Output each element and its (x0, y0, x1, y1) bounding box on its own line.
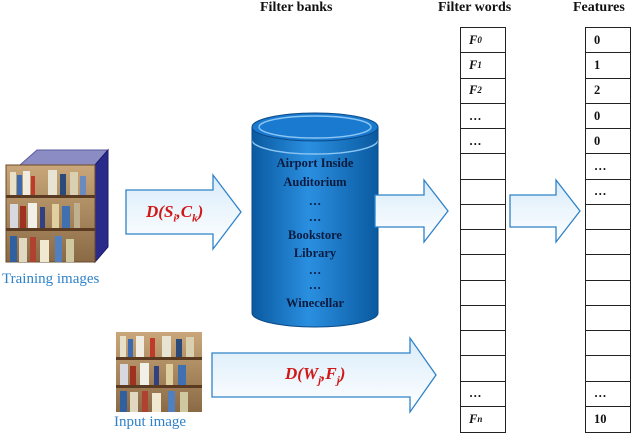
filter-word-cell (461, 356, 505, 382)
filter-word-cell (461, 255, 505, 281)
filter-word-base: F (469, 32, 478, 47)
feature-cell: 0 (586, 129, 630, 155)
feature-cell: 10 (594, 412, 607, 427)
filter-bank-label: … (308, 263, 322, 277)
feature-cell (586, 331, 630, 357)
feature-cell: … (586, 382, 630, 407)
filter-word-base: … (469, 133, 482, 148)
filter-word-base: F (469, 83, 478, 98)
filter-word-sub: 0 (477, 34, 482, 45)
filter-word-base: … (469, 386, 482, 401)
filter-bank-label: Auditorium (283, 175, 347, 189)
arrow-label-top-arg2: C (180, 202, 193, 221)
filter-bank-label: Bookstore (288, 228, 342, 242)
filter-word-sub: 2 (477, 85, 482, 96)
arrow-label-bottom-arg2-sub: j (336, 374, 340, 387)
filter-word-cell: … (461, 129, 505, 155)
caption-training-images: Training images (2, 271, 100, 287)
feature-cell (586, 230, 630, 256)
feature-cell: 0 (586, 104, 630, 129)
filter-word-sub: 1 (477, 59, 482, 70)
header-filter-banks: Filter banks (260, 0, 333, 15)
arrow-banks-to-words (374, 178, 449, 244)
feature-cell: … (586, 154, 630, 180)
arrow-label-top: D(Si,Ck) (146, 202, 204, 225)
filter-word-cell (461, 306, 505, 331)
arrow-label-bottom-arg1: W (302, 364, 319, 383)
filter-bank-label: … (308, 210, 322, 224)
input-image (116, 332, 202, 412)
arrow-label-bottom-arg1-sub: j (318, 374, 322, 387)
feature-cell (586, 255, 630, 281)
header-filter-words: Filter words (438, 0, 512, 15)
arrow-label-bottom: D(Wj,Fj) (285, 364, 346, 387)
filter-word-base: … (469, 108, 482, 123)
filter-word-cell (461, 230, 505, 256)
feature-cell: 1 (586, 53, 630, 79)
filter-word-sub: n (477, 413, 483, 424)
filter-word-base: F (469, 412, 478, 427)
filter-banks-cylinder (251, 112, 379, 328)
arrow-label-bottom-arg2: F (325, 364, 337, 383)
feature-cell (586, 205, 630, 230)
feature-cell: 2 (586, 79, 630, 104)
feature-cell (586, 356, 630, 382)
filter-word-cell (461, 154, 505, 180)
training-images-cube (5, 148, 110, 264)
filter-bank-label: Airport Inside (276, 156, 354, 170)
arrow-label-bottom-fn: D (285, 364, 298, 383)
arrow-label-top-fn: D (146, 202, 159, 221)
arrow-label-top-arg1: S (163, 202, 174, 221)
filter-word-cell (461, 281, 505, 306)
caption-input-image: Input image (114, 414, 187, 430)
filter-word-base: F (469, 58, 478, 73)
arrow-words-to-features (509, 178, 581, 244)
feature-cell (586, 281, 630, 306)
feature-cell (586, 306, 630, 331)
filter-word-cell: … (461, 104, 505, 129)
arrow-label-top-arg2-sub: k (192, 212, 198, 225)
feature-cell: 0 (586, 28, 630, 54)
filter-word-cell (461, 205, 505, 230)
filter-word-cell: … (461, 382, 505, 407)
filter-word-cell (461, 331, 505, 357)
filter-bank-label: … (308, 194, 322, 208)
filter-bank-label: Library (293, 246, 337, 260)
arrow-training-to-banks (125, 173, 242, 251)
filter-bank-label: … (308, 278, 322, 292)
filter-bank-label: Winecellar (285, 296, 345, 310)
arrow-input-to-words (211, 335, 437, 415)
arrow-label-top-arg1-sub: i (173, 212, 177, 225)
feature-cell: … (586, 180, 630, 205)
filter-word-cell (461, 180, 505, 205)
header-features: Features (573, 0, 625, 15)
